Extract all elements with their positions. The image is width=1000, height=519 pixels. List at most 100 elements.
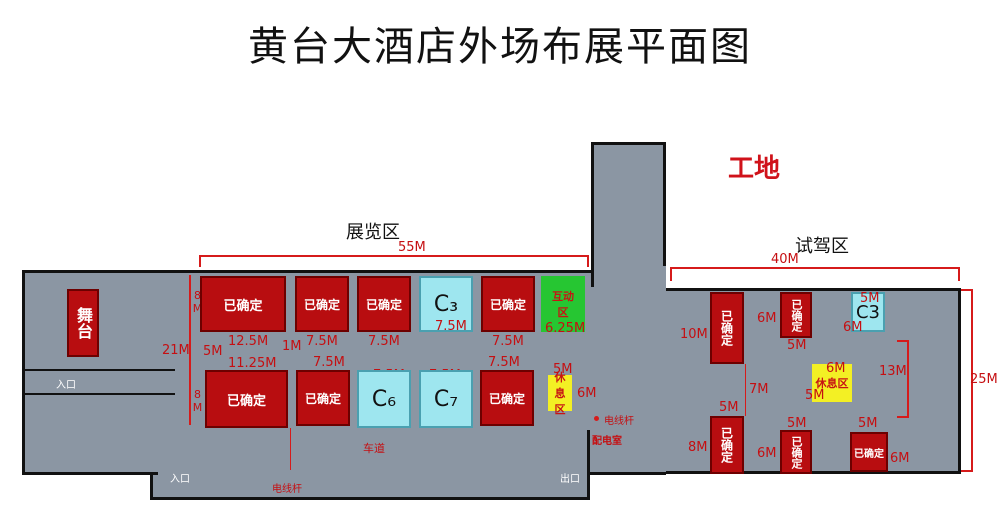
stage: 舞台: [67, 289, 99, 357]
ground-patch-2: [590, 425, 666, 475]
power-pole-label-1: 电线杆: [272, 484, 302, 495]
td-5m-top: 5M: [787, 338, 807, 353]
power-pole-dot: [594, 416, 599, 421]
row1-width-2: 7.5M: [306, 334, 338, 349]
td-gap-7m: 7M: [749, 382, 769, 397]
booth-label: 已确定: [854, 448, 884, 460]
booth-label: 已确定: [790, 298, 803, 332]
booth-row1-3: 已确定: [357, 276, 411, 332]
interactive-size: 6.25M: [545, 321, 586, 336]
page-title: 黄台大酒店外场布展平面图: [248, 24, 752, 70]
distribution-room-label: 配电室: [592, 436, 622, 447]
interactive-zone: 互动区: [541, 276, 585, 332]
td-c3-6m: 6M: [843, 320, 863, 335]
booth-label: 已确定: [303, 297, 340, 312]
exit-label: 出口: [560, 474, 580, 485]
left-height-line: [189, 275, 191, 425]
exhibition-width-bracket: [199, 255, 589, 267]
td-booth-bottom-left: 已确定: [710, 416, 744, 474]
entrance-left-area: [22, 425, 158, 475]
td-bottom-5m-right: 5M: [858, 416, 878, 431]
row1-first-width: 12.5M: [228, 334, 269, 349]
test-drive-zone-label: 试驾区: [795, 236, 849, 257]
booth-label: 已确定: [790, 435, 803, 469]
booth-c7: C₇: [419, 370, 473, 428]
booth-label: C3: [855, 301, 881, 323]
lane-line: [25, 393, 175, 395]
td-gap-line: [745, 364, 746, 416]
construction-site-label: 工地: [728, 154, 781, 184]
stage-label: 舞台: [74, 307, 93, 339]
north-strip: [591, 142, 666, 287]
entrance-left-label: 入口: [56, 380, 76, 391]
booth-label: 已确定: [719, 427, 734, 463]
rest-area-width: 5M: [553, 362, 573, 377]
lane-line: [25, 369, 175, 371]
rest-area-exhibition: 休息区: [548, 371, 572, 416]
row1-width-3: 7.5M: [368, 334, 400, 349]
booth-c6: C₆: [357, 370, 411, 428]
booth-row2-1: 已确定: [205, 370, 288, 428]
td-booth-bottom-right: 已确定: [850, 432, 888, 472]
td-bottom-6m-left: 6M: [757, 446, 777, 461]
test-drive-width-bracket: [670, 267, 960, 281]
booth-label: 已确定: [489, 297, 526, 312]
booth-gap-1m: 1M: [282, 339, 302, 354]
total-height-bracket: [961, 289, 973, 472]
booth-label: 已确定: [365, 297, 402, 312]
interactive-zone-label: 互动区: [552, 290, 574, 319]
row2-width-5: 7.5M: [488, 355, 520, 370]
booth-label: 已确定: [304, 391, 341, 406]
test-drive-width-label: 40M: [771, 252, 799, 267]
left-height-label: 21M: [162, 343, 190, 358]
row1-width-5: 7.5M: [492, 334, 524, 349]
booth-row1-5: 已确定: [481, 276, 535, 332]
rest-area-label: 休息区: [554, 371, 566, 416]
row2-height-label: 8M: [191, 388, 204, 414]
td-c3-5m: 5M: [860, 291, 880, 306]
td-booth-top-mid: 已确定: [780, 292, 812, 338]
booth-label: 已确定: [719, 310, 734, 346]
td-gap-5m: 5M: [719, 400, 739, 415]
total-height-label: 25M: [970, 372, 998, 387]
exhibition-width-label: 55M: [398, 240, 426, 255]
power-pole-label-2: 电线杆: [604, 416, 634, 427]
exhibition-zone-label: 展览区: [346, 222, 400, 243]
row2-first-width: 11.25M: [228, 356, 277, 371]
booth-label: 已确定: [226, 393, 266, 409]
booth-label: C₆: [371, 386, 397, 412]
rest-area-test-drive: 休息区: [812, 364, 852, 402]
booth-c3-test-drive: C3: [851, 292, 885, 332]
rest-area-label: 休息区: [815, 377, 849, 390]
ground-patch-5: [25, 420, 158, 430]
td-booth-top-left: 已确定: [710, 292, 744, 364]
booth-label: C₇: [433, 386, 459, 412]
power-pole-line: [290, 428, 291, 470]
entrance-bottom-label: 入口: [170, 474, 190, 485]
aisle-5m: 5M: [203, 344, 223, 359]
booth-c3: C₃: [419, 276, 473, 332]
booth-label: 已确定: [223, 298, 263, 314]
td-13m-label: 13M: [879, 364, 907, 379]
row2-width-2: 7.5M: [313, 355, 345, 370]
td-booth-height-10m: 10M: [680, 327, 708, 342]
road-label: 车道: [363, 442, 385, 455]
booth-row2-2: 已确定: [296, 370, 350, 426]
td-bottom-8m: 8M: [688, 440, 708, 455]
td-rest-6m: 6M: [826, 361, 846, 376]
td-6m-top: 6M: [757, 311, 777, 326]
ground-patch-3: [657, 291, 669, 471]
rest-area-height: 6M: [577, 386, 597, 401]
booth-row1-1: 已确定: [200, 276, 286, 332]
td-bottom-6m-right: 6M: [890, 451, 910, 466]
booth-label: 已确定: [488, 391, 525, 406]
td-rest-5m: 5M: [805, 388, 825, 403]
td-booth-bottom-mid: 已确定: [780, 430, 812, 474]
row1-width-c3: 7.5M: [435, 319, 467, 334]
td-bottom-5m-left: 5M: [787, 416, 807, 431]
exhibition-ground-lower: [150, 425, 590, 500]
td-13m-bracket: [897, 340, 909, 418]
booth-row2-5: 已确定: [480, 370, 534, 426]
booth-row1-2: 已确定: [295, 276, 349, 332]
booth-label: C₃: [433, 291, 459, 317]
